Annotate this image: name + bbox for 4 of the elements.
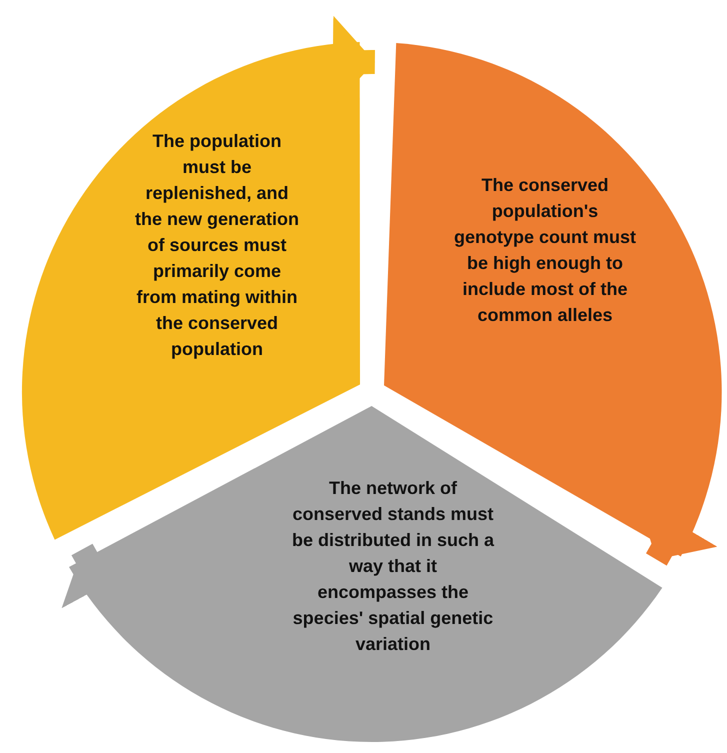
segment-text: The network of conserved stands must be distributed in such a way that it encompasses the species' spatial genetic variation [290,476,496,656]
segment-text: The conserved population's genotype count must be high enough to include most of the common alleles [452,174,637,327]
segment-text: The population must be replenished, and the new generation of sources must primarily come from mating within the conserved population [134,130,300,361]
cycle-segment [68,406,662,742]
